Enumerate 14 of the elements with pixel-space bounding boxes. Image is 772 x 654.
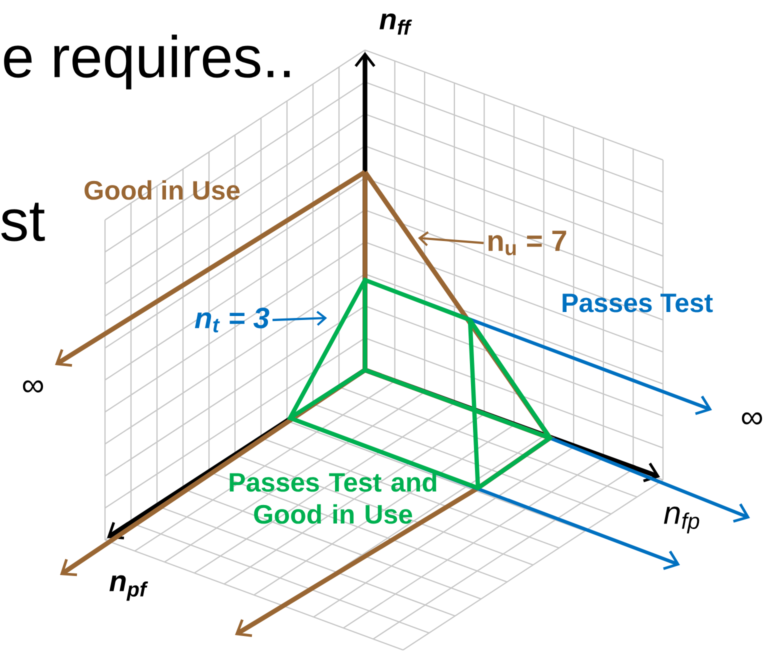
slide-text: st <box>1 202 45 242</box>
infinity-symbol: ∞ <box>22 380 44 392</box>
arrow <box>418 231 484 246</box>
axis-label: n$_{pf}$ <box>110 575 148 601</box>
value-label: n$_{u}$ = 7 <box>488 230 566 256</box>
infinity-symbol: ∞ <box>742 412 762 424</box>
region-label: Passes Test and Good in Use <box>230 472 436 524</box>
axis-label: n$_{ff}$ <box>380 13 412 35</box>
axis-label: n$_{fp}$ <box>664 506 700 534</box>
slide-text: e requires.. <box>4 34 290 90</box>
arrow <box>272 310 327 326</box>
region-label: Good in Use <box>84 180 240 200</box>
region-label: Passes Test <box>562 294 713 312</box>
value-label: n$_{t}$ = 3 <box>194 308 270 332</box>
